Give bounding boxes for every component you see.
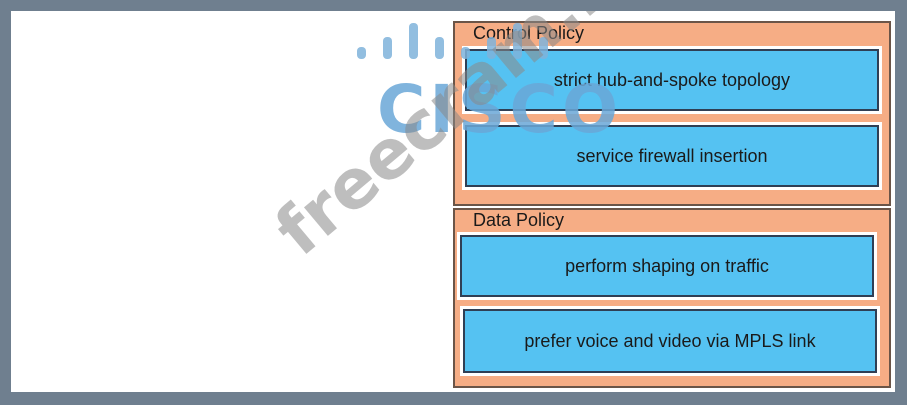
- rule-label: perform shaping on traffic: [565, 255, 769, 276]
- rule-label: strict hub-and-spoke topology: [553, 69, 791, 90]
- diagram-canvas: Control Policy strict hub-and-spoke topo…: [11, 11, 895, 392]
- rule-label: prefer voice and video via MPLS link: [524, 330, 816, 351]
- rule-service-firewall-insertion: service firewall insertion: [465, 125, 879, 187]
- group-title-control-policy: Control Policy: [473, 23, 585, 43]
- rule-perform-shaping: perform shaping on traffic: [460, 235, 874, 297]
- rule-label: service firewall insertion: [576, 145, 768, 166]
- rule-prefer-voice-video-mpls: prefer voice and video via MPLS link: [463, 309, 877, 373]
- group-title-data-policy: Data Policy: [473, 210, 565, 230]
- rule-strict-hub-and-spoke: strict hub-and-spoke topology: [465, 49, 879, 111]
